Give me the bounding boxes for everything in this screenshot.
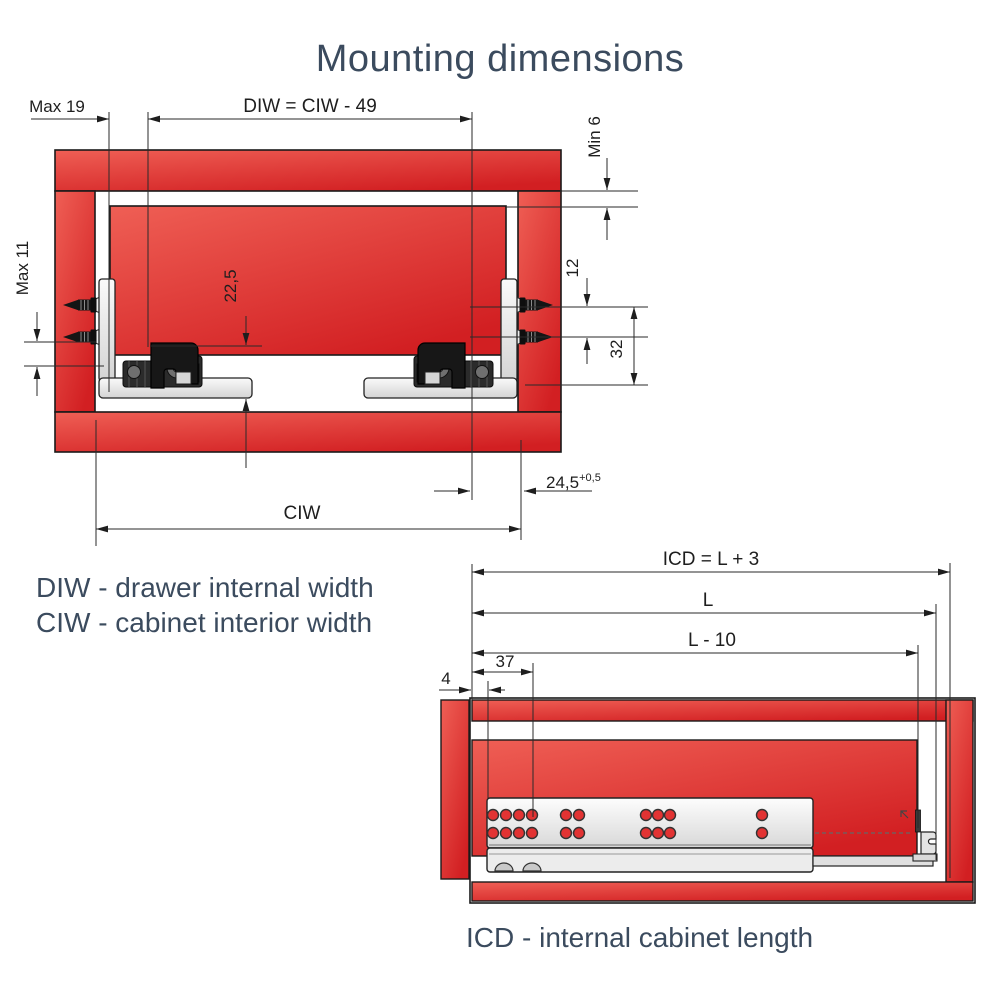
left-slide-assembly (63, 278, 253, 399)
dim-label-l10: L - 10 (688, 630, 736, 651)
dim-label-12: 12 (563, 259, 582, 278)
rail-roller-bump (494, 862, 514, 872)
rail-body (486, 797, 814, 849)
page-title: Mounting dimensions (315, 38, 685, 80)
dim-label-l: L (703, 590, 714, 611)
dim-label-32: 32 (607, 340, 626, 359)
dim-label-37: 37 (496, 652, 515, 671)
dim-label-diw: DIW = CIW - 49 (243, 96, 377, 117)
legend-line-diw: DIW - drawer internal width (36, 572, 374, 603)
legend-top: DIW - drawer internal width CIW - cabine… (36, 570, 374, 640)
dim-label-min6: Min 6 (585, 116, 604, 158)
drawer-body (109, 205, 507, 356)
drawer-hook-profile (150, 342, 199, 389)
dimension-lines: Max 19 DIW = CIW - 49 Min 6 Max 11 22,5 (13, 96, 648, 546)
side-view-diagram: ICD = L + 3 L L - 10 37 4 (439, 549, 976, 904)
dim-label-4: 4 (441, 669, 450, 688)
rail-mounting-holes (486, 808, 769, 840)
cabinet-bottom-panel (54, 411, 562, 453)
front-section-diagram: Max 19 DIW = CIW - 49 Min 6 Max 11 22,5 (13, 96, 648, 546)
rail-roller-bump (522, 862, 542, 872)
cabinet-front-edge-panel (440, 699, 470, 880)
legend-bottom: ICD - internal cabinet length (466, 920, 813, 955)
cabinet-top-panel (471, 699, 974, 722)
dim-label-24-5: 24,5+0,5 (546, 472, 601, 492)
hook-direction-arrow-icon (900, 810, 909, 819)
cabinet-bottom-panel (471, 881, 974, 902)
mounting-screw-icon (63, 329, 97, 345)
legend-line-icd: ICD - internal cabinet length (466, 922, 814, 953)
dim-label-icd: ICD = L + 3 (663, 549, 759, 570)
mounting-screw-icon (63, 297, 97, 313)
dim-label-ciw: CIW (284, 503, 321, 524)
dim-label-22-5: 22,5 (221, 269, 240, 302)
dimension-lines: ICD = L + 3 L L - 10 37 4 (439, 549, 951, 878)
dim-label-max19: Max 19 (29, 97, 85, 116)
dim-label-max11: Max 11 (13, 241, 32, 296)
slide-rail (486, 797, 938, 873)
legend-line-ciw: CIW - cabinet interior width (36, 607, 373, 638)
cabinet-top-panel (54, 149, 562, 192)
